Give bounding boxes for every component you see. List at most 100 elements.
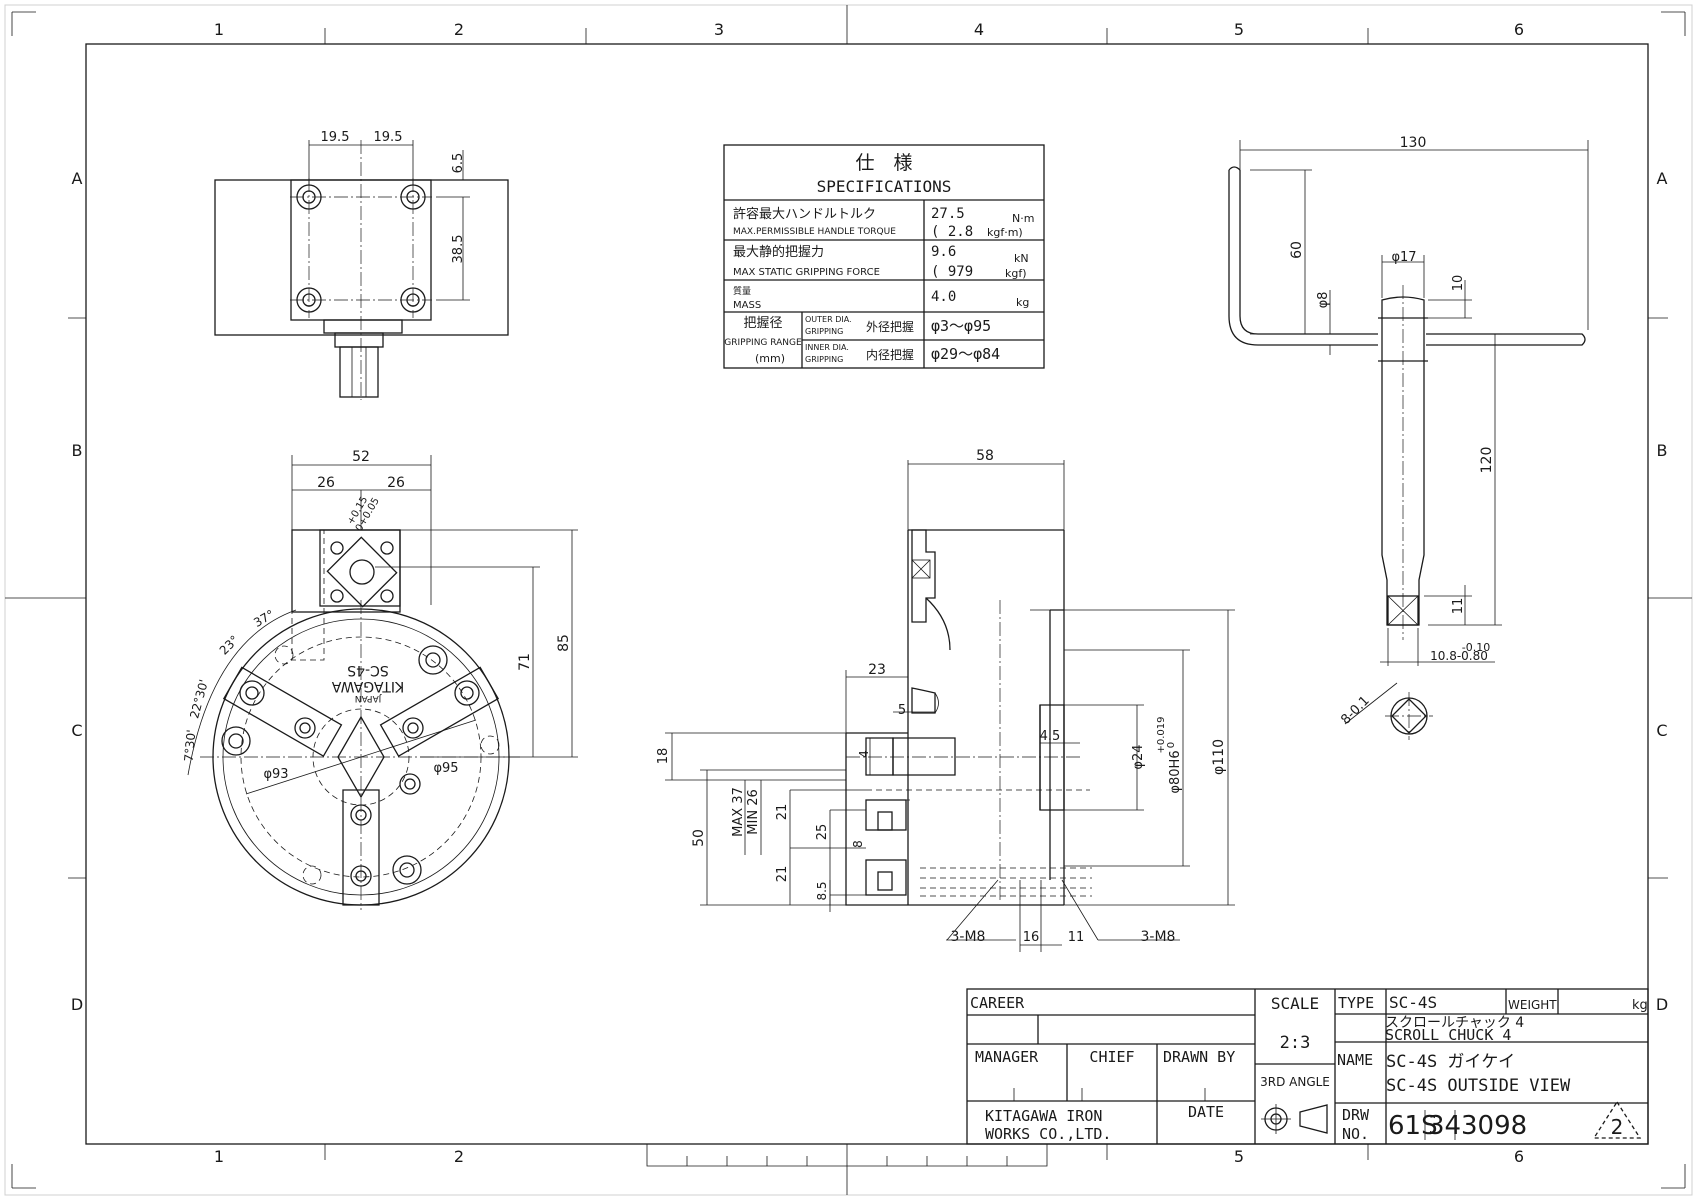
tb-date-label: DATE bbox=[1188, 1103, 1224, 1121]
spec-inner-en2: GRIPPING bbox=[805, 355, 843, 364]
front-dim-26-left: 26 bbox=[317, 475, 335, 491]
title-block: CAREER MANAGER CHIEF DRAWN BY DATE KITAG… bbox=[966, 988, 1649, 1145]
spec-torque-unit2: kgf·m) bbox=[987, 226, 1023, 239]
spec-mass-label-en: MASS bbox=[733, 300, 761, 311]
spec-grip-unit: (mm) bbox=[755, 352, 785, 365]
tb-type-value: SC-4S bbox=[1389, 993, 1437, 1012]
spec-torque-value2: ( 2.8 bbox=[931, 224, 973, 240]
zone-col-3-top: 3 bbox=[714, 20, 724, 39]
zone-col-5-bottom: 5 bbox=[1234, 1147, 1244, 1166]
side-dim-phi80-tol: +0.019 bbox=[1156, 716, 1167, 753]
tb-drw-number-b: 34 bbox=[1428, 1111, 1461, 1141]
zone-row-d-left: D bbox=[71, 995, 83, 1014]
handle-dim-phi8: φ8 bbox=[1316, 292, 1331, 309]
spec-force-label-en: MAX STATIC GRIPPING FORCE bbox=[733, 267, 880, 278]
zone-col-5-top: 5 bbox=[1234, 20, 1244, 39]
tb-drw-label2: NO. bbox=[1342, 1125, 1369, 1143]
tb-scale-value: 2:3 bbox=[1280, 1033, 1311, 1053]
side-dim-4-5: 4.5 bbox=[1040, 729, 1061, 744]
tb-type-label: TYPE bbox=[1338, 994, 1374, 1012]
tb-name-en: SCROLL CHUCK 4 bbox=[1385, 1026, 1511, 1044]
spec-torque-label-en: MAX.PERMISSIBLE HANDLE TORQUE bbox=[733, 227, 896, 237]
handle-dim-phi17: φ17 bbox=[1391, 250, 1416, 265]
front-dim-phi95: φ95 bbox=[433, 761, 458, 776]
spec-torque-label-jp: 許容最大ハンドルトルク bbox=[733, 206, 876, 222]
tb-name-line2: SC-4S ガイケイ bbox=[1386, 1052, 1515, 1072]
sheet-frame bbox=[4, 4, 1693, 1196]
spec-torque-unit: N·m bbox=[1012, 212, 1034, 225]
handle-view: 130 60 φ17 φ8 10 120 11 -0.10 10.8-0.80 … bbox=[1228, 135, 1589, 740]
top-dim-19-5-left: 19.5 bbox=[321, 130, 350, 145]
front-dim-phi93: φ93 bbox=[263, 767, 288, 782]
zone-col-6-bottom: 6 bbox=[1514, 1147, 1524, 1166]
side-dim-min: MIN 26 bbox=[746, 789, 761, 834]
zone-row-a-left: A bbox=[72, 169, 83, 188]
side-dim-8: 8 bbox=[851, 840, 865, 848]
side-dim-phi110: φ110 bbox=[1211, 739, 1227, 775]
front-dim-85: 85 bbox=[556, 634, 572, 652]
tb-projection-label: 3RD ANGLE bbox=[1260, 1075, 1330, 1089]
spec-force-value: 9.6 bbox=[931, 244, 956, 260]
handle-dim-60: 60 bbox=[1289, 241, 1305, 259]
tb-chief-label: CHIEF bbox=[1089, 1048, 1134, 1066]
top-dim-38-5: 38.5 bbox=[451, 235, 466, 264]
handle-dim-130: 130 bbox=[1400, 135, 1427, 151]
side-dim-25: 25 bbox=[815, 824, 830, 841]
side-dim-23: 23 bbox=[868, 662, 886, 678]
tb-drw-label1: DRW bbox=[1342, 1106, 1370, 1124]
side-thread-left: 3-M8 bbox=[951, 929, 986, 945]
front-dim-26-right: 26 bbox=[387, 475, 405, 491]
side-dim-phi80: φ80H6 bbox=[1168, 750, 1183, 793]
spec-outer-en2: GRIPPING bbox=[805, 327, 843, 336]
tb-name-line3: SC-4S OUTSIDE VIEW bbox=[1386, 1076, 1571, 1096]
tb-company-line1: KITAGAWA IRON bbox=[985, 1107, 1102, 1125]
spec-outer-jp: 外径把握 bbox=[866, 319, 914, 334]
front-label-japan: JAPAN bbox=[355, 693, 382, 703]
zone-col-6-top: 6 bbox=[1514, 20, 1524, 39]
top-view: 19.5 19.5 6.5 38.5 bbox=[214, 130, 509, 400]
front-dim-71: 71 bbox=[517, 653, 533, 671]
tb-company-line2: WORKS CO.,LTD. bbox=[985, 1125, 1111, 1143]
tb-weight-label: WEIGHT bbox=[1508, 998, 1557, 1012]
zone-row-a-right: A bbox=[1657, 169, 1668, 188]
handle-tol-b: 10.8-0.80 bbox=[1430, 649, 1488, 663]
zone-col-2-bottom: 2 bbox=[454, 1147, 464, 1166]
zone-col-1-top: 1 bbox=[214, 20, 224, 39]
zone-col-1-bottom: 1 bbox=[214, 1147, 224, 1166]
tb-drw-number-a: 61S bbox=[1388, 1111, 1438, 1141]
front-dim-52: 52 bbox=[352, 449, 370, 465]
front-label-kitagawa: KITAGAWA bbox=[331, 678, 404, 694]
spec-mass-unit: kg bbox=[1016, 296, 1029, 309]
handle-tol-a: -0.10 bbox=[1462, 641, 1490, 654]
zone-row-d-right: D bbox=[1656, 995, 1668, 1014]
top-dim-19-5-right: 19.5 bbox=[374, 130, 403, 145]
side-dim-11: 11 bbox=[1068, 930, 1085, 945]
zone-row-b-left: B bbox=[72, 441, 83, 460]
side-dim-phi80-tol2: 0 bbox=[1166, 742, 1177, 748]
front-angle-7-30: 7°30' bbox=[182, 729, 199, 762]
spec-grip-label-en: GRIPPING RANGE bbox=[724, 338, 802, 348]
side-dim-58: 58 bbox=[976, 448, 994, 464]
side-dim-5: 5 bbox=[898, 703, 906, 718]
spec-title-en: SPECIFICATIONS bbox=[817, 177, 952, 196]
spec-mass-value: 4.0 bbox=[931, 289, 956, 305]
front-label-sc4s: SC-4S bbox=[347, 662, 389, 678]
side-dim-21-bottom: 21 bbox=[775, 866, 790, 883]
tb-drawn-by-label: DRAWN BY bbox=[1163, 1048, 1235, 1066]
zone-row-c-right: C bbox=[1656, 721, 1667, 740]
side-dim-21-top: 21 bbox=[775, 804, 790, 821]
spec-mass-label-jp: 質量 bbox=[733, 285, 751, 297]
top-dim-6-5: 6.5 bbox=[451, 153, 466, 174]
spec-force-unit2: kgf) bbox=[1005, 267, 1027, 280]
tb-name-jp: スクロールチャック 4 bbox=[1385, 1015, 1524, 1031]
side-dim-8-5: 8.5 bbox=[815, 881, 829, 900]
side-view: 58 23 5 4 4.5 18 50 MAX 37 MIN 26 21 21 … bbox=[656, 448, 1235, 952]
side-dim-4: 4 bbox=[857, 750, 871, 758]
tb-weight-unit: kg bbox=[1632, 998, 1648, 1013]
tb-revision: 2 bbox=[1611, 1115, 1624, 1139]
tb-scale-label: SCALE bbox=[1271, 994, 1319, 1013]
spec-inner-value: φ29～φ84 bbox=[931, 345, 1000, 363]
specifications-table: 仕 様 SPECIFICATIONS 許容最大ハンドルトルク MAX.PERMI… bbox=[723, 144, 1045, 369]
tb-drw-number-c: 3098 bbox=[1461, 1111, 1527, 1141]
projection-symbol bbox=[1261, 1104, 1328, 1134]
